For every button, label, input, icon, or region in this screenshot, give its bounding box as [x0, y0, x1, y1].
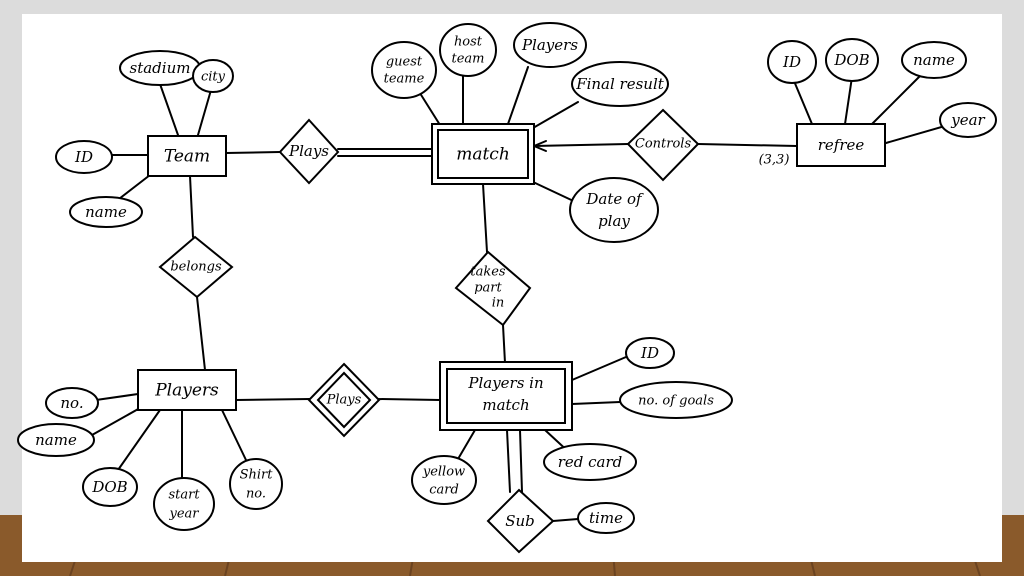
attribute-team-name[interactable]: name — [69, 196, 143, 228]
connector-lines — [91, 66, 946, 522]
attribute-players-shirt-no-label-line1: Shirt — [240, 468, 274, 483]
attribute-match-players-label: Players — [521, 36, 578, 54]
attribute-pim-yellow-card[interactable]: yellow card — [411, 455, 477, 505]
attribute-players-shirt-no[interactable]: Shirt no. — [229, 458, 283, 510]
attribute-match-date-of-play-label-line1: Date of — [585, 190, 644, 208]
attribute-match-host-team-label-line1: host — [454, 35, 483, 50]
attribute-match-guest-team[interactable]: guest teame — [371, 41, 437, 99]
attribute-match-final-result[interactable]: Final result — [571, 61, 669, 107]
attribute-match-players[interactable]: Players — [513, 22, 587, 68]
attribute-pim-yellow-card-label-line2: card — [429, 483, 459, 498]
relationship-takes-part-in-label-line3: in — [492, 296, 505, 311]
attribute-sub-time-label: time — [589, 509, 623, 527]
relationship-plays-players[interactable]: Plays — [307, 362, 381, 438]
attribute-team-city[interactable]: city — [192, 59, 234, 93]
attribute-referee-id[interactable]: ID — [767, 40, 817, 84]
relationship-takes-part-in-label-line2: part — [474, 281, 502, 296]
relationship-controls-label: Controls — [635, 137, 692, 152]
relationship-sub[interactable]: Sub — [486, 488, 555, 554]
attribute-pim-id[interactable]: ID — [625, 337, 675, 369]
entity-players-in-match-label-line1: Players in — [467, 374, 543, 392]
attribute-players-name[interactable]: name — [17, 423, 95, 457]
attribute-pim-no-of-goals[interactable]: no. of goals — [619, 381, 733, 419]
entity-players[interactable]: Players — [137, 369, 237, 411]
attribute-team-city-label: city — [201, 70, 226, 85]
attribute-referee-year-label: year — [950, 111, 985, 129]
attribute-match-date-of-play-label-line2: play — [598, 212, 630, 230]
attribute-team-stadium[interactable]: stadium — [119, 50, 201, 86]
attribute-referee-dob-label: DOB — [833, 51, 869, 69]
attribute-team-stadium-label: stadium — [130, 59, 191, 77]
entity-players-label: Players — [154, 381, 219, 401]
relationship-plays-team-match-label: Plays — [288, 142, 329, 160]
attribute-players-start-year-label-line2: year — [168, 507, 199, 522]
attribute-match-date-of-play[interactable]: Date of play — [569, 177, 659, 243]
entity-team[interactable]: Team — [147, 135, 227, 177]
relationship-controls[interactable]: Controls — [626, 108, 700, 182]
relationship-belongs-label: belongs — [170, 260, 222, 275]
attribute-pim-yellow-card-label-line1: yellow — [422, 465, 465, 480]
attribute-team-name-label: name — [85, 203, 127, 221]
attribute-players-dob-label: DOB — [91, 478, 127, 496]
attribute-pim-red-card-label: red card — [558, 453, 623, 471]
attribute-match-guest-team-label-line2: teame — [384, 72, 425, 87]
relationship-takes-part-in[interactable]: takes part in — [454, 250, 532, 327]
attribute-match-host-team[interactable]: host team — [439, 23, 497, 77]
attribute-players-shirt-no-label-line2: no. — [246, 487, 266, 502]
attribute-match-final-result-label: Final result — [575, 75, 665, 93]
entity-referee-label: refree — [818, 136, 865, 154]
attribute-referee-dob[interactable]: DOB — [825, 38, 879, 82]
attribute-match-host-team-label-line2: team — [452, 52, 485, 67]
attribute-players-no-label: no. — [60, 394, 83, 412]
attribute-referee-year[interactable]: year — [939, 102, 997, 138]
attribute-players-no[interactable]: no. — [45, 387, 99, 419]
relationship-plays-players-label: Plays — [326, 393, 362, 408]
attribute-players-dob[interactable]: DOB — [82, 467, 138, 507]
entity-match-label: match — [456, 145, 510, 165]
attribute-players-start-year-label-line1: start — [168, 488, 200, 503]
attribute-match-guest-team-label-line1: guest — [386, 55, 423, 70]
entity-players-in-match-label-line2: match — [482, 396, 529, 414]
attribute-team-id-label: ID — [74, 148, 93, 166]
attribute-pim-no-of-goals-label: no. of goals — [638, 394, 714, 409]
attribute-referee-id-label: ID — [782, 53, 801, 71]
attribute-pim-id-label: ID — [640, 344, 659, 362]
entity-team-label: Team — [164, 147, 210, 167]
entity-referee[interactable]: refree — [796, 123, 886, 167]
attribute-players-name-label: name — [35, 431, 77, 449]
attribute-referee-name-label: name — [913, 51, 955, 69]
attribute-players-start-year[interactable]: start year — [153, 477, 215, 531]
entity-players-in-match[interactable]: Players in match — [439, 361, 573, 431]
relationship-sub-label: Sub — [505, 512, 535, 530]
relationship-belongs[interactable]: belongs — [158, 235, 234, 299]
entity-match[interactable]: match — [431, 123, 535, 185]
cardinality-referee-controls: (3,3) — [759, 153, 790, 168]
attribute-pim-red-card[interactable]: red card — [543, 443, 637, 481]
relationship-takes-part-in-label-line1: takes — [470, 265, 506, 280]
relationship-plays-team-match[interactable]: Plays — [278, 118, 340, 185]
attribute-team-id[interactable]: ID — [55, 140, 113, 174]
attribute-sub-time[interactable]: time — [577, 502, 635, 534]
attribute-referee-name[interactable]: name — [901, 41, 967, 79]
